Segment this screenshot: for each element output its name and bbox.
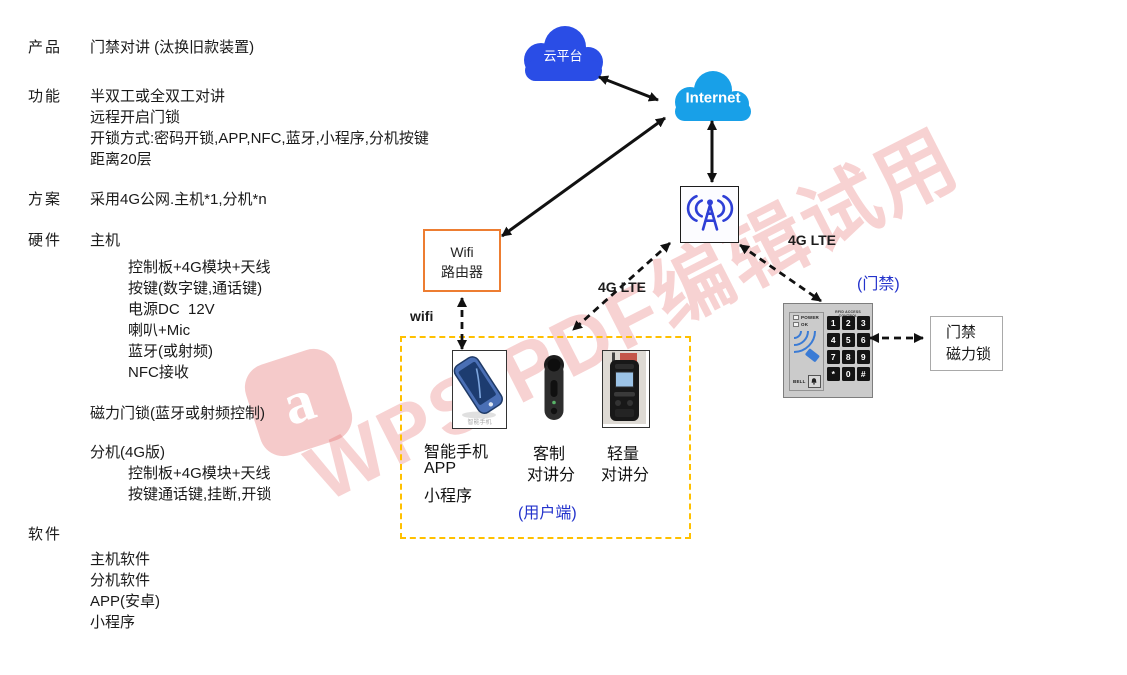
- spec-ext-line: 控制板+4G模块+天线: [128, 465, 271, 482]
- wifi-link-label: wifi: [410, 308, 434, 324]
- power-led: [793, 315, 799, 320]
- spec-label-software: 软件: [28, 526, 63, 543]
- spec-software-line: 分机软件: [90, 572, 151, 589]
- lite-caption: 轻量: [607, 446, 640, 463]
- spec-software-line: 小程序: [90, 614, 136, 631]
- arrow-internet-router: [501, 116, 666, 238]
- watermark-logo-glyph: a: [273, 366, 323, 439]
- user-side-label: (用户端): [518, 505, 577, 522]
- keypad-key: 9: [857, 350, 870, 364]
- spec-label-feature: 功能: [28, 88, 63, 105]
- base-station-box: [680, 186, 739, 243]
- walkie-talkie-image: [603, 351, 646, 424]
- cloud-shape: [675, 71, 751, 121]
- phone-caption: APP: [424, 460, 457, 477]
- spec-ext-line: 按键通话键,挂断,开锁: [128, 486, 272, 503]
- phone-caption: 智能手机: [424, 444, 489, 461]
- cloud-platform-label: 云平台: [543, 48, 583, 64]
- spec-host-line: NFC接收: [128, 364, 189, 381]
- spec-label-hardware: 硬件: [28, 232, 63, 249]
- lte-link-label: 4G LTE: [598, 279, 646, 295]
- internet-cloud: Internet: [664, 68, 762, 130]
- keypad-key: 5: [842, 333, 855, 347]
- lte-link-label: 4G LTE: [788, 232, 836, 248]
- spec-software-line: APP(安卓): [90, 593, 161, 610]
- spec-ext-title: 分机(4G版): [90, 444, 166, 461]
- smartphone-photo: 智能手机: [452, 350, 507, 429]
- keypad-bell-label: BELL: [793, 379, 806, 384]
- spec-product-text: 门禁对讲 (汰换旧款装置): [90, 39, 255, 56]
- spec-label-plan: 方案: [28, 191, 63, 208]
- user-side-group-box: [400, 336, 691, 539]
- keypad-key: 7: [827, 350, 840, 364]
- custom-intercom-device: [544, 355, 564, 420]
- spec-software-line: 主机软件: [90, 551, 151, 568]
- keypad-key: 0: [842, 367, 855, 381]
- spec-feature-line: 远程开启门锁: [90, 109, 181, 126]
- ok-led-row: OK: [793, 322, 823, 327]
- cloud-platform: 云平台: [513, 20, 613, 92]
- spec-host-title: 主机: [90, 232, 121, 249]
- door-access-label: (门禁): [857, 276, 900, 293]
- spec-host-line: 喇叭+Mic: [128, 322, 191, 339]
- spec-host-line: 控制板+4G模块+天线: [128, 259, 271, 276]
- lock-box-line: 磁力锁: [946, 346, 992, 363]
- spec-feature-line: 半双工或全双工对讲: [90, 88, 226, 105]
- keypad-key: 3: [857, 316, 870, 330]
- spec-host-line: 电源DC 12V: [128, 301, 215, 318]
- antenna-icon: [686, 194, 733, 231]
- custom-caption: 对讲分: [527, 467, 576, 484]
- spec-plan-text: 采用4G公网.主机*1,分机*n: [90, 191, 267, 208]
- smartphone-image: [453, 356, 503, 419]
- spec-host-line: 蓝牙(或射频): [128, 343, 213, 360]
- cloud-shape: [524, 26, 603, 81]
- keypad-grid: 1 2 3 4 5 6 7 8 9 * 0 #: [827, 316, 870, 381]
- keypad-left-panel: POWER OK BELL: [789, 312, 824, 391]
- keypad-key: 8: [842, 350, 855, 364]
- keypad-key: #: [857, 367, 870, 381]
- bell-icon: [807, 375, 821, 388]
- rfid-waves-icon: [793, 330, 820, 362]
- keypad-ok-label: OK: [801, 322, 809, 327]
- spec-feature-line: 距离20层: [90, 151, 152, 168]
- spec-label-product: 产品: [28, 39, 63, 56]
- bell-row: BELL: [793, 375, 821, 388]
- keypad-key: 1: [827, 316, 840, 330]
- spec-host-line: 按键(数字键,通话键): [128, 280, 263, 297]
- lock-box-line: 门禁: [946, 324, 977, 341]
- keypad-key: *: [827, 367, 840, 381]
- keypad-key: 2: [842, 316, 855, 330]
- spec-feature-line: 开锁方式:密码开锁,APP,NFC,蓝牙,小程序,分机按键: [90, 130, 429, 147]
- internet-label: Internet: [685, 89, 741, 107]
- router-label-line: 路由器: [441, 264, 483, 280]
- lite-caption: 对讲分: [601, 467, 650, 484]
- arrow-basestation-keypad-lte: [739, 243, 822, 303]
- phone-photo-caption: 智能手机: [467, 420, 492, 426]
- keypad-key: 4: [827, 333, 840, 347]
- router-label-line: Wifi: [450, 244, 474, 260]
- access-control-keypad: POWER OK BELL: [783, 303, 873, 398]
- power-led-row: POWER: [793, 315, 823, 320]
- keypad-power-label: POWER: [801, 315, 820, 320]
- custom-caption: 客制: [533, 446, 566, 463]
- spec-lock-line: 磁力门锁(蓝牙或射频控制): [90, 405, 265, 422]
- phone-caption: 小程序: [424, 488, 473, 505]
- lite-intercom-photo: [602, 350, 650, 428]
- keypad-key: 6: [857, 333, 870, 347]
- magnetic-lock-box: 门禁 磁力锁: [930, 316, 1003, 371]
- wifi-router-box: Wifi 路由器: [423, 229, 501, 292]
- ok-led: [793, 322, 799, 327]
